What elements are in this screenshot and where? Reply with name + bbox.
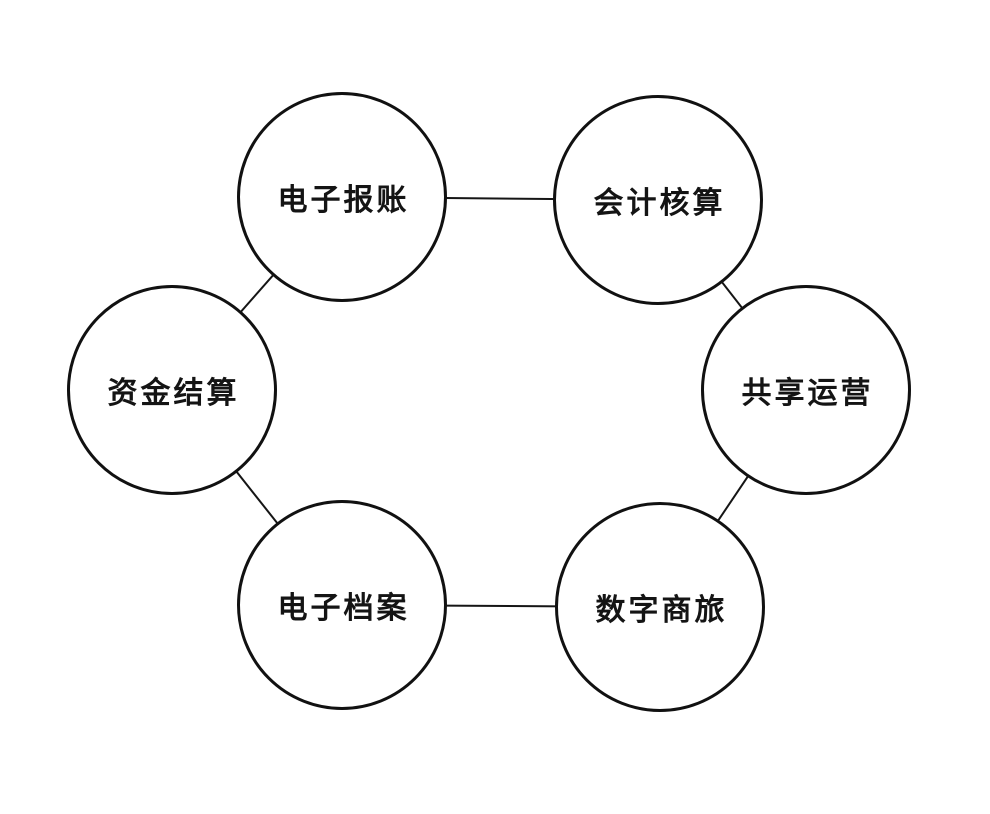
node-electronic-reimbursement: 电子报账 [237, 92, 447, 302]
node-shared-operations-label: 共享运营 [741, 377, 874, 410]
node-accounting: 会计核算 [553, 95, 763, 305]
node-accounting-label: 会计核算 [593, 187, 726, 220]
node-electronic-reimbursement-label: 电子报账 [277, 184, 410, 217]
node-fund-settlement: 资金结算 [67, 285, 277, 495]
node-digital-business-travel-label: 数字商旅 [595, 594, 728, 627]
node-electronic-archives: 电子档案 [237, 500, 447, 710]
node-digital-business-travel: 数字商旅 [555, 502, 765, 712]
node-shared-operations: 共享运营 [701, 285, 911, 495]
node-fund-settlement-label: 资金结算 [107, 377, 240, 410]
node-electronic-archives-label: 电子档案 [277, 592, 410, 625]
